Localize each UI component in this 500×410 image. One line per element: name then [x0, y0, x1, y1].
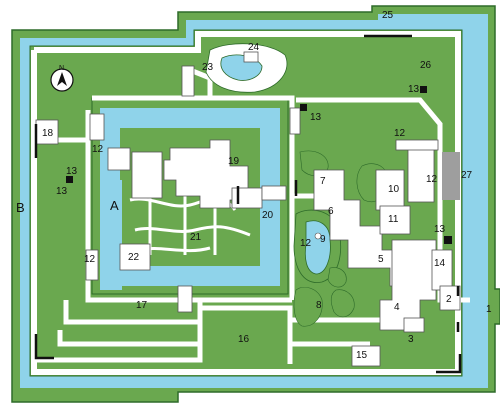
marker-13-east	[444, 236, 452, 244]
label-12-ne: 12	[394, 128, 406, 139]
label-18: 18	[42, 128, 54, 139]
label-13-northeast: 13	[408, 84, 420, 95]
grey-block	[442, 152, 460, 200]
label-14: 14	[434, 258, 446, 269]
label-13-west: 13	[56, 186, 68, 197]
marker-13-northeast	[420, 86, 427, 93]
label-1: 1	[486, 304, 492, 315]
label-13-north: 13	[310, 112, 322, 123]
gate-marks	[34, 34, 462, 374]
zone-letter-a: A	[110, 198, 119, 213]
label-25: 25	[382, 10, 394, 21]
label-10: 10	[388, 184, 400, 195]
label-27: 27	[461, 170, 473, 181]
north-pond-garden	[205, 43, 288, 93]
label-19: 19	[228, 156, 240, 167]
north-arrow-icon: N	[50, 65, 74, 92]
east-pond-garden	[293, 209, 341, 283]
label-15: 15	[356, 350, 368, 361]
label-13-extra: 13	[66, 166, 78, 177]
label-12-west: 12	[84, 254, 96, 265]
marker-13-north	[300, 104, 307, 111]
inner-castle-buildings	[131, 139, 263, 209]
label-9: 9	[320, 234, 326, 245]
east-palace-complex	[313, 139, 461, 367]
garden-patches-south	[293, 267, 355, 327]
marker-13-west	[66, 176, 73, 183]
label-24: 24	[248, 42, 260, 53]
label-21: 21	[190, 232, 202, 243]
zone-letters: A B	[16, 198, 119, 215]
label-4: 4	[394, 302, 400, 313]
west-small-buildings	[35, 65, 301, 281]
label-17: 17	[136, 300, 148, 311]
label-12-east: 12	[426, 174, 438, 185]
label-5: 5	[378, 254, 384, 265]
label-16: 16	[238, 334, 250, 345]
label-6: 6	[328, 206, 334, 217]
label-11: 11	[388, 214, 399, 225]
label-12-northwest: 12	[92, 144, 104, 155]
compass-label: N	[59, 65, 64, 72]
label-23: 23	[202, 62, 214, 73]
label-20: 20	[262, 210, 274, 221]
label-8: 8	[316, 300, 322, 311]
perimeter-path	[31, 31, 461, 375]
label-13-east: 13	[434, 224, 446, 235]
label-22: 22	[128, 252, 140, 263]
label-2: 2	[446, 294, 452, 305]
zone-letter-b: B	[16, 200, 25, 215]
label-3: 3	[408, 334, 414, 345]
label-26: 26	[420, 60, 432, 71]
label-12-extra: 12	[300, 238, 312, 249]
marker-squares	[66, 86, 452, 244]
numbered-labels: 1 2 3 4 5 6 7 8 9 10 11 12 12 12 12 12 1…	[42, 10, 492, 361]
inner-moat	[100, 108, 280, 290]
label-7: 7	[320, 176, 326, 187]
inner-gates	[107, 147, 287, 313]
